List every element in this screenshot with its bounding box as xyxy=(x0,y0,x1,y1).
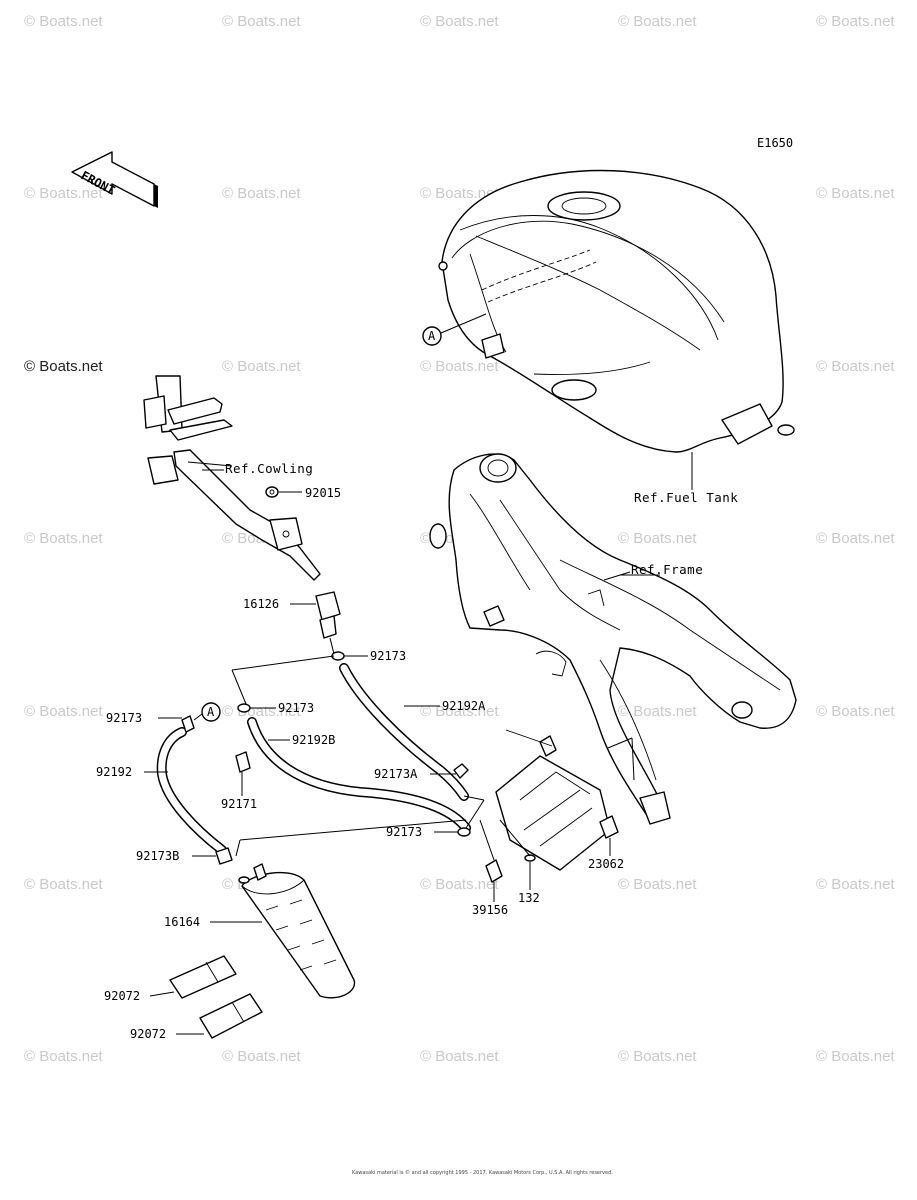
part-label-39156: 39156 xyxy=(472,903,508,917)
valve-16126 xyxy=(290,591,341,655)
watermark: © Boats.net xyxy=(24,13,103,30)
clip-92173-a xyxy=(331,651,368,661)
part-label-92192: 92192 xyxy=(96,765,132,779)
clip-92173A xyxy=(430,763,469,779)
clip-92173-b xyxy=(237,703,276,713)
callout-a-left: A xyxy=(193,702,221,722)
guide-lines xyxy=(231,655,485,857)
hose-92192B xyxy=(247,717,471,833)
band-92072-b xyxy=(176,993,263,1039)
watermark: © Boats.net xyxy=(24,876,103,893)
part-label-92173: 92173 xyxy=(278,701,314,715)
hose-92192 xyxy=(144,727,227,855)
clip-92173-d xyxy=(434,827,471,837)
watermark: © Boats.net xyxy=(816,703,895,720)
watermark: © Boats.net xyxy=(222,13,301,30)
part-label-92192A: 92192A xyxy=(442,699,486,713)
clamp-92171 xyxy=(235,751,251,796)
watermark: © Boats.net xyxy=(420,876,499,893)
part-label-92171: 92171 xyxy=(221,797,257,811)
watermark: © Boats.net xyxy=(618,1048,697,1065)
part-label-92192B: 92192B xyxy=(292,733,335,747)
callout-letter: A xyxy=(428,329,436,343)
watermark: © Boats.net xyxy=(420,185,499,202)
part-label-92173: 92173 xyxy=(386,825,422,839)
part-label-92015: 92015 xyxy=(305,486,341,500)
part-label-92072: 92072 xyxy=(130,1027,166,1041)
ref-frame-label: Ref.Frame xyxy=(631,562,703,577)
callout-letter: A xyxy=(207,705,215,719)
copyright-notice: Kawasaki material is © and all copyright… xyxy=(352,1169,613,1176)
watermark: © Boats.net xyxy=(24,185,103,202)
part-label-16164: 16164 xyxy=(164,915,200,929)
watermark: © Boats.net xyxy=(816,185,895,202)
watermark: © Boats.net xyxy=(222,358,301,375)
watermark-primary: © Boats.net xyxy=(24,358,103,375)
callout-a-tank: A xyxy=(422,313,487,346)
watermark: © Boats.net xyxy=(618,876,697,893)
watermark: © Boats.net xyxy=(618,703,697,720)
watermark: © Boats.net xyxy=(222,1048,301,1065)
canister-16164 xyxy=(210,863,356,999)
bolt-132 xyxy=(499,819,536,890)
pad-39156 xyxy=(479,819,503,902)
part-label-92072: 92072 xyxy=(104,989,140,1003)
clip-92173B xyxy=(192,847,233,865)
watermark: © Boats.net xyxy=(24,1048,103,1065)
watermark: © Boats.net xyxy=(420,13,499,30)
ref-cowling-label: Ref.Cowling xyxy=(225,461,313,476)
ref-fuel-tank-label: Ref.Fuel Tank xyxy=(634,490,738,505)
watermark: © Boats.net xyxy=(24,703,103,720)
watermark: © Boats.net xyxy=(420,1048,499,1065)
bracket-23062 xyxy=(495,729,635,871)
part-label-92173: 92173 xyxy=(370,649,406,663)
part-label-92173B: 92173B xyxy=(136,849,179,863)
part-label-23062: 23062 xyxy=(588,857,624,871)
clip-92173-c xyxy=(158,715,195,733)
part-label-16126: 16126 xyxy=(243,597,279,611)
watermark: © Boats.net xyxy=(24,530,103,547)
diagram-id: E1650 xyxy=(757,136,793,150)
part-label-132: 132 xyxy=(518,891,540,905)
watermark: © Boats.net xyxy=(816,358,895,375)
watermark: © Boats.net xyxy=(816,530,895,547)
hose-92192A xyxy=(339,663,469,801)
part-label-92173: 92173 xyxy=(106,711,142,725)
part-label-92173A: 92173A xyxy=(374,767,418,781)
cowling-bracket-drawing xyxy=(143,375,321,581)
watermark: © Boats.net xyxy=(420,358,499,375)
watermark: © Boats.net xyxy=(618,13,697,30)
watermark: © Boats.net xyxy=(816,13,895,30)
washer-92015 xyxy=(265,486,302,498)
watermark: © Boats.net xyxy=(816,876,895,893)
watermark: © Boats.net xyxy=(420,703,499,720)
fuel-tank-drawing xyxy=(438,169,795,490)
band-92072-a xyxy=(149,955,237,999)
watermark: © Boats.net xyxy=(222,185,301,202)
watermark: © Boats.net xyxy=(618,530,697,547)
frame-drawing xyxy=(429,453,797,825)
watermark: © Boats.net xyxy=(816,1048,895,1065)
